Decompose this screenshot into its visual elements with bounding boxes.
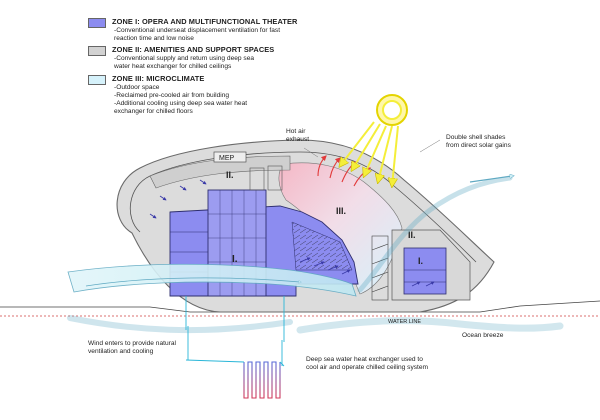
zone-3-line: -Outdoor space [114,84,160,91]
ventilation-arrow-icon [159,195,167,201]
ventilation-arrow-icon [313,261,325,267]
water-line-label: WATER LINE [388,319,421,325]
ocean-breeze-callout: Ocean breeze [462,332,503,340]
ventilation-arrow-icon [149,213,157,219]
zone-1-line: -Conventional underseat displacement ven… [114,27,281,34]
wind-arrow-icon [67,315,293,334]
zone-2-right-label: II. [408,230,416,240]
hot-air-line: Hot air [286,128,306,135]
hot-air-arrow-icon [317,155,327,177]
zone-2-description: -Conventional supply and return using de… [114,55,254,71]
ventilation-arrow-icon [179,185,187,191]
double-shell-line: from direct solar gains [446,142,511,149]
ventilation-arrow-icon [199,179,207,185]
zone-1-right-label: I. [418,256,423,266]
support-towers [249,165,283,191]
solar-rays [340,121,399,186]
zone-1-main-label: I. [232,254,238,265]
deep-sea-callout: Deep sea water heat exchanger used to co… [306,356,428,372]
mep-label: MEP [219,155,235,162]
wind-band [67,263,357,297]
ventilation-arrow-icon [411,281,421,287]
zone-2-swatch [88,46,106,56]
zone-2-upper-band [149,155,291,189]
zone-1-right-lines [404,269,446,283]
solar-ray-arrow-icon [364,125,387,176]
double-shell-line: Double shell shades [446,134,506,141]
wind-flow-up [357,175,513,293]
zone-3-line: -Additional cooling using deep sea water… [114,100,248,107]
wind-arrow-icon [85,277,300,287]
deep-sea-line: cool air and operate chilled ceiling sys… [306,364,429,371]
zone-3-line: exchanger for chilled floors [114,108,193,115]
zone-3-title: ZONE III: MICROCLIMATE [112,74,205,83]
leader-lines [303,139,441,158]
zone-3-description: -Outdoor space -Reclaimed pre-cooled air… [114,84,247,116]
solar-ray-arrow-icon [352,123,381,170]
solar-ray-arrow-icon [378,125,393,182]
zone-2-line: water heat exchanger for chilled ceiling… [114,63,232,70]
wind-flow-low [296,317,564,334]
zone-3-label: III. [336,206,346,216]
zone-3-area [278,162,403,295]
mep-room [213,151,247,163]
wind-callout: Wind enters to provide natural ventilati… [88,340,176,356]
solar-ray-arrow-icon [392,125,399,186]
ventilation-arrow-icon [299,257,311,263]
zone-1-swatch [88,18,106,28]
zone-1-description: -Conventional underseat displacement ven… [114,27,280,43]
zone-1-line: reaction time and low noise [114,35,194,42]
building-inner-shell [129,151,477,263]
sea-water-ducts [185,296,285,366]
zone-3-line: -Reclaimed pre-cooled air from building [114,92,230,99]
zone-2-title: ZONE II: AMENITIES AND SUPPORT SPACES [112,45,275,54]
wind-arrow-icon [469,176,512,183]
double-shell-callout: Double shell shades from direct solar ga… [446,134,511,150]
zone-1-title: ZONE I: OPERA AND MULTIFUNCTIONAL THEATE… [112,17,298,26]
ventilation-arrows [149,179,435,287]
zone-2-top-label: II. [226,170,234,180]
heat-exchanger-coil-icon [185,359,285,399]
ocean-breeze-line: Ocean breeze [462,332,504,339]
circulation-core [371,235,389,301]
zone-1-right-area [403,247,447,295]
sun-icon [376,94,408,126]
hot-air-line: exhaust [286,136,310,143]
hot-air-callout: Hot air exhaust [286,128,309,144]
zone-2-line: -Conventional supply and return using de… [114,55,255,62]
solar-ray-arrow-icon [340,121,375,166]
ventilation-arrow-icon [327,265,339,271]
zone-3-swatch [88,75,106,85]
ventilation-arrow-icon [341,269,351,275]
deep-sea-line: Deep sea water heat exchanger used to [306,356,423,363]
wind-line: Wind enters to provide natural [88,340,176,347]
wind-line: ventilation and cooling [88,348,154,355]
ventilation-arrow-icon [425,281,435,287]
